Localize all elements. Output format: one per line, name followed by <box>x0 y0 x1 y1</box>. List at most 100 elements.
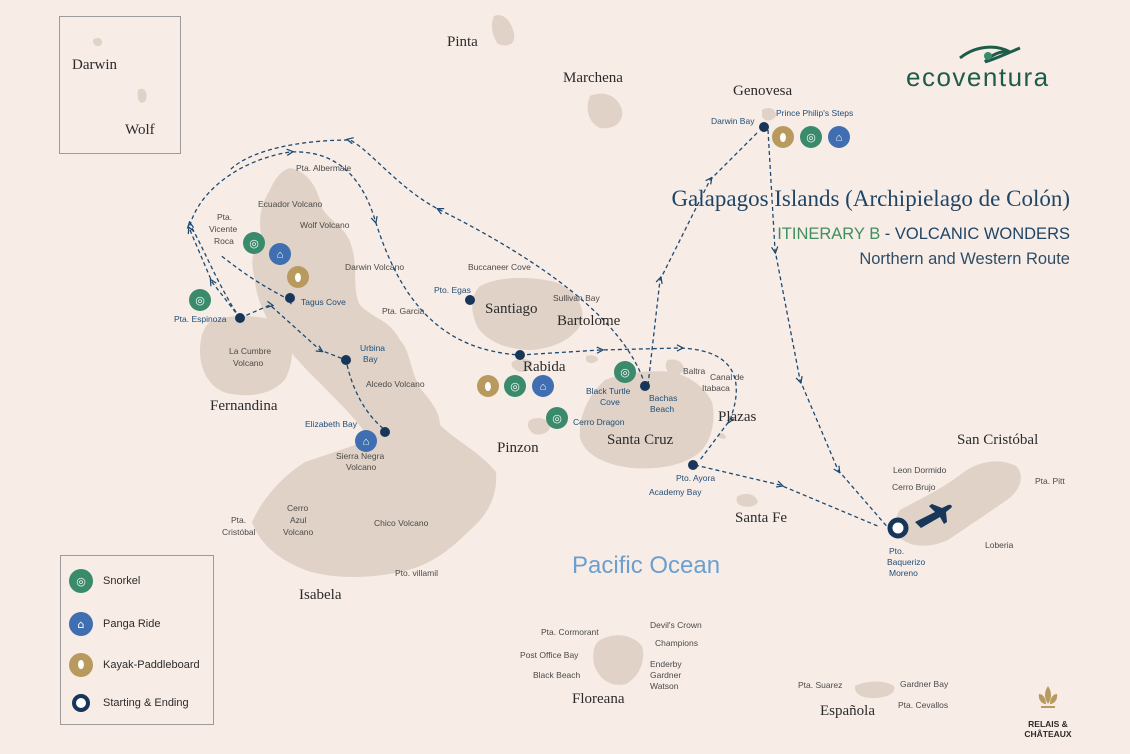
santiago-label: Santiago <box>485 301 538 317</box>
place-sierra-negra-volcano: Volcano <box>346 462 377 472</box>
place-champions: Champions <box>655 638 698 648</box>
place-wolf-volcano: Wolf Volcano <box>300 220 350 230</box>
legend-panga: ⌂ Panga Ride <box>69 612 161 636</box>
pinta-label: Pinta <box>447 34 478 50</box>
stop-elizabeth-bay: Elizabeth Bay <box>305 419 357 429</box>
legend-snorkel-label: Snorkel <box>103 575 141 587</box>
place-pta-albermale: Pta. Albermale <box>296 163 352 173</box>
place-vicente: Vicente <box>209 224 238 234</box>
svg-text:◎: ◎ <box>249 238 259 250</box>
wolf-label: Wolf <box>125 122 155 138</box>
route-espinoza-loop <box>190 230 290 319</box>
genovesa-label: Genovesa <box>733 83 793 99</box>
svg-text:⬮: ⬮ <box>485 381 492 393</box>
urbina-bay-stop <box>341 355 351 365</box>
place-pta-suarez: Pta. Suarez <box>798 680 843 690</box>
place-enderby: Enderby <box>650 659 682 669</box>
svg-text:◎: ◎ <box>806 132 816 144</box>
map-legend: ◎ Snorkel ⌂ Panga Ride ⬮ Kayak-Paddleboa… <box>60 555 214 725</box>
fleur-de-lis-icon <box>1038 686 1058 708</box>
place-leon-dormido: Leon Dormido <box>893 465 947 475</box>
bachas-stop <box>640 381 650 391</box>
place-black-beach: Black Beach <box>533 670 581 680</box>
svg-text:◎: ◎ <box>510 381 520 393</box>
legend-snorkel: ◎ Snorkel <box>69 569 140 593</box>
marchena-island <box>587 93 623 129</box>
genovesa-island <box>762 108 776 121</box>
place-chico-volcano: Chico Volcano <box>374 518 429 528</box>
inset-box <box>59 16 181 154</box>
bartolome-label: Bartolome <box>557 313 621 329</box>
route-genovesa-to-sancristobal <box>767 129 891 531</box>
place-cerro-brujo: Cerro Brujo <box>892 482 936 492</box>
pinzon-label: Pinzon <box>497 440 539 456</box>
santa-cruz-label: Santa Cruz <box>607 432 674 448</box>
stop-black-turtle: Black Turtle <box>586 386 631 396</box>
place-darwin-volcano: Darwin Volcano <box>345 262 405 272</box>
svg-text:⌂: ⌂ <box>540 381 547 393</box>
place-watson: Watson <box>650 681 679 691</box>
svg-text:◎: ◎ <box>552 413 562 425</box>
place-cerro: Cerro <box>287 503 309 513</box>
relais-chateaux-logo: RELAIS & CHÂTEAUX <box>1016 684 1080 739</box>
elizabeth-bay-stop <box>380 427 390 437</box>
place-azul-volcano: Volcano <box>283 527 314 537</box>
stop-moreno: Moreno <box>889 568 918 578</box>
route-west-coast <box>239 305 386 431</box>
place-pta-cevallos: Pta. Cevallos <box>898 700 949 710</box>
airplane-icon <box>915 504 952 528</box>
darwin-label: Darwin <box>72 57 117 73</box>
plazas-island <box>718 433 726 439</box>
stop-bachas: Bachas <box>649 393 678 403</box>
marchena-label: Marchena <box>563 70 623 86</box>
san-cristobal-island <box>895 461 1021 546</box>
place-volcano: Volcano <box>233 358 264 368</box>
place-pta: Pta. <box>217 212 233 222</box>
panga-icon: ⌂ <box>69 612 93 636</box>
stop-baquerizo: Baquerizo <box>887 557 926 567</box>
place-buccaneer-cove: Buccaneer Cove <box>468 262 531 272</box>
stop-pto-egas: Pto. Egas <box>434 285 471 295</box>
itinerary-name: - VOLCANIC WONDERS <box>880 225 1070 243</box>
san-cristobal-label: San Cristóbal <box>957 432 1039 448</box>
svg-text:◎: ◎ <box>620 367 630 379</box>
place-sullivan-bay: Sullivan Bay <box>553 293 600 303</box>
legend-kayak-label: Kayak-Paddleboard <box>103 659 200 671</box>
route-ayora-to-sancristobal <box>694 464 881 528</box>
place-pta-pitt: Pta. Pitt <box>1035 476 1065 486</box>
isabela-label: Isabela <box>299 587 342 603</box>
svg-text:⌂: ⌂ <box>363 436 370 448</box>
place-roca: Roca <box>214 236 234 246</box>
route-rabida-santacruz <box>519 348 737 461</box>
place-alcedo-volcano: Alcedo Volcano <box>366 379 425 389</box>
ecoventura-logo: ecoventura <box>906 62 1050 92</box>
stop-urbina: Urbina <box>360 343 386 353</box>
floreana-label: Floreana <box>572 691 625 707</box>
ocean-label: Pacific Ocean <box>572 552 721 579</box>
place-baltra: Baltra <box>683 366 706 376</box>
legend-start-end-label: Starting & Ending <box>103 697 189 709</box>
stop-pta-espinoza: Pta. Espinoza <box>174 314 227 324</box>
place-pta-cormorant: Pta. Cormorant <box>541 627 599 637</box>
place-itabaca: Itabaca <box>702 383 730 393</box>
route-bachas-to-genovesa <box>647 131 759 386</box>
fernandina-label: Fernandina <box>210 398 278 414</box>
floreana-island <box>593 635 644 685</box>
santiago-island <box>472 277 583 350</box>
pto-ayora-stop <box>688 460 698 470</box>
darwin-bay-stop <box>759 122 769 132</box>
rabida-island <box>511 359 533 372</box>
espanola-label: Española <box>820 703 875 719</box>
place-pta-isabela: Pta. <box>231 515 247 525</box>
stop-bachas-beach: Beach <box>650 404 675 414</box>
plazas-label: Plazas <box>718 409 757 425</box>
santa-fe-label: Santa Fe <box>735 510 788 526</box>
activity-icons: ⬮ ◎ ⌂ ◎ ⌂ ⬮ ◎ ⌂ ⬮ ◎ ⌂ ◎ ◎ <box>189 126 850 452</box>
itinerary-lead: ITINERARY B <box>777 225 881 243</box>
darwin-island <box>93 37 103 47</box>
espanola-island <box>854 681 895 698</box>
pinta-island <box>491 15 515 46</box>
legend-start-end: Starting & Ending <box>69 694 189 712</box>
stop-tagus-cove: Tagus Cove <box>301 297 346 307</box>
